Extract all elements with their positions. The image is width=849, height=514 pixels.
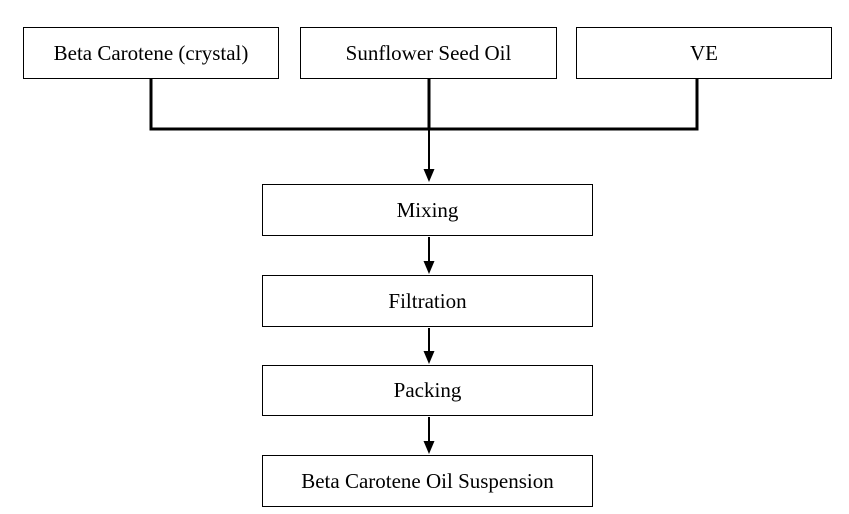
input-box-beta-carotene: Beta Carotene (crystal) <box>23 27 279 79</box>
input-label-sunflower-seed-oil: Sunflower Seed Oil <box>345 40 512 65</box>
step-label-packing: Packing <box>393 378 462 402</box>
arrowhead-to-packing <box>423 351 435 364</box>
output-box-beta-carotene-oil-suspension: Beta Carotene Oil Suspension <box>262 455 593 507</box>
input-box-ve: VE <box>576 27 832 79</box>
step-box-packing: Packing <box>262 365 593 416</box>
output-label: Beta Carotene Oil Suspension <box>301 468 554 493</box>
merge-connector <box>149 79 699 131</box>
step-box-filtration: Filtration <box>262 275 593 327</box>
arrowhead-to-mixing <box>423 169 435 182</box>
step-label-filtration: Filtration <box>388 288 467 313</box>
input-label-ve: VE <box>690 40 718 65</box>
step-box-mixing: Mixing <box>262 184 593 236</box>
input-label-beta-carotene: Beta Carotene (crystal) <box>53 40 249 65</box>
arrowhead-to-filtration <box>423 261 435 274</box>
arrowhead-to-output <box>423 441 435 454</box>
input-box-sunflower-seed-oil: Sunflower Seed Oil <box>300 27 557 79</box>
step-label-mixing: Mixing <box>396 197 459 222</box>
